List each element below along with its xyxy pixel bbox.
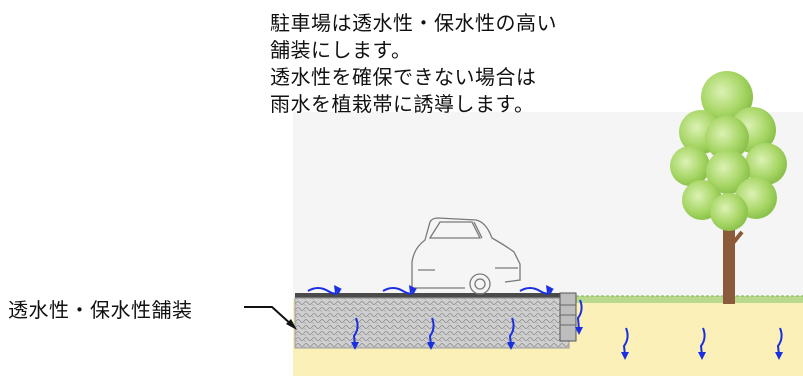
label-leader-line	[244, 306, 297, 330]
grass-strip	[576, 296, 803, 303]
caption-line-3: 透水性を確保できない場合は	[270, 65, 537, 89]
caption-line-4: 雨水を植栽帯に誘導します。	[270, 92, 535, 116]
rainwater-surface-arrows	[307, 285, 554, 295]
tree-icon	[670, 71, 787, 304]
caption-block: 駐車場は透水性・保水性の高い 舗装にします。 透水性を確保できない場合は 雨水を…	[270, 10, 557, 118]
caption-line-1: 駐車場は透水性・保水性の高い	[270, 11, 557, 35]
pavement-label: 透水性・保水性舗装	[8, 298, 193, 322]
caption-line-2: 舗装にします。	[270, 38, 412, 62]
parked-car-icon	[411, 217, 521, 295]
permeable-pavement	[294, 292, 577, 349]
rainwater-arrow-icon	[351, 299, 783, 360]
